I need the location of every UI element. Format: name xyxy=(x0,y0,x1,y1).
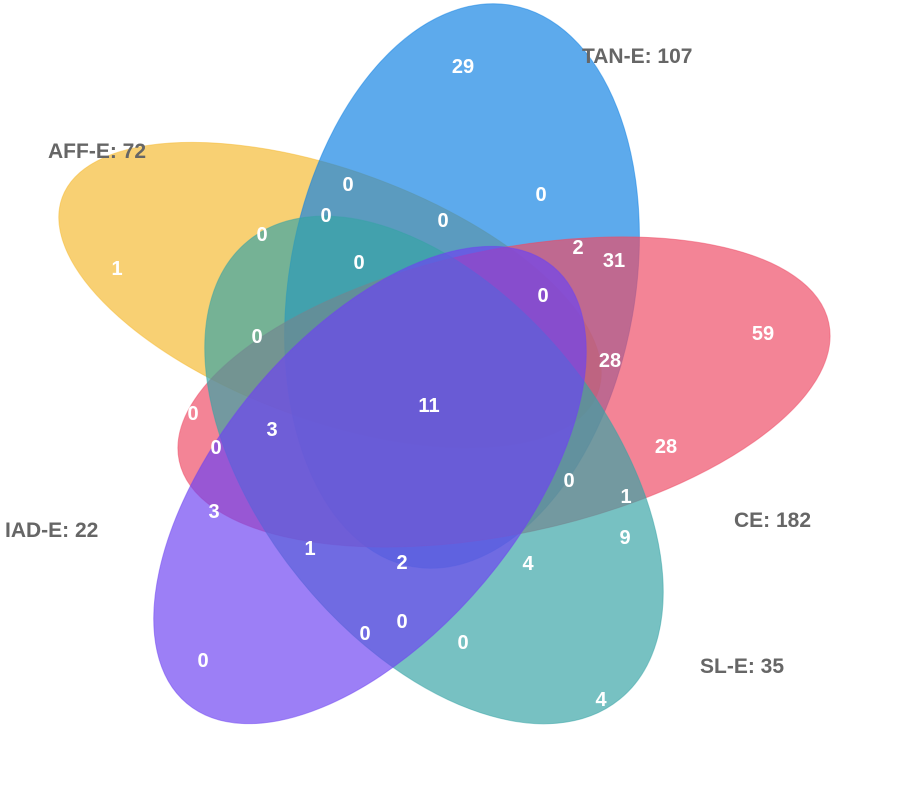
region-count: 1 xyxy=(111,258,122,280)
region-count: 2 xyxy=(572,237,583,259)
region-count: 28 xyxy=(655,436,677,458)
region-count: 3 xyxy=(208,501,219,523)
region-count: 0 xyxy=(197,650,208,672)
region-count: 0 xyxy=(457,632,468,654)
region-count: 0 xyxy=(537,285,548,307)
region-count: 1 xyxy=(304,538,315,560)
region-count: 0 xyxy=(210,437,221,459)
region-count: 1 xyxy=(620,486,631,508)
set-label-tan-e: TAN-E: 107 xyxy=(582,45,692,68)
region-count: 0 xyxy=(353,252,364,274)
set-label-iad-e: IAD-E: 22 xyxy=(5,519,98,542)
region-count: 0 xyxy=(535,184,546,206)
region-count: 4 xyxy=(522,553,534,575)
region-count: 2 xyxy=(396,552,407,574)
region-count: 0 xyxy=(320,205,331,227)
region-count: 3 xyxy=(266,419,277,441)
region-count: 59 xyxy=(752,323,774,345)
region-count: 28 xyxy=(599,350,621,372)
region-count: 9 xyxy=(619,527,630,549)
set-label-aff-e: AFF-E: 72 xyxy=(48,140,146,163)
set-label-ce: CE: 182 xyxy=(734,509,811,532)
region-count: 4 xyxy=(595,689,607,711)
region-count: 0 xyxy=(342,174,353,196)
region-count: 0 xyxy=(187,403,198,425)
region-count: 29 xyxy=(452,56,474,78)
region-count: 31 xyxy=(603,250,625,272)
region-count: 0 xyxy=(563,470,574,492)
region-count: 0 xyxy=(437,210,448,232)
region-count: 0 xyxy=(396,611,407,633)
region-count: 0 xyxy=(256,224,267,246)
set-shapes xyxy=(58,3,831,725)
region-count: 0 xyxy=(359,623,370,645)
set-label-sl-e: SL-E: 35 xyxy=(700,655,784,678)
region-count: 11 xyxy=(418,395,439,417)
set-ellipse-iad-e xyxy=(153,245,587,725)
region-count: 0 xyxy=(251,326,262,348)
